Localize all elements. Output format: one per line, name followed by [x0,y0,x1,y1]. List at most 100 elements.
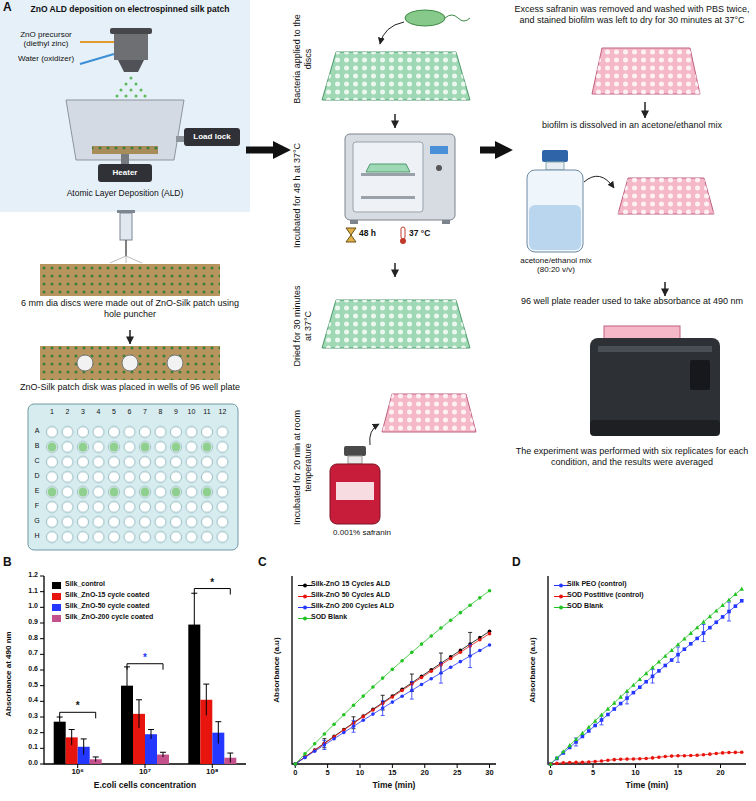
panel-letter: A [3,1,12,15]
incubator [430,146,448,154]
axis-tick: 1.1 [12,587,38,595]
data-point [293,762,297,766]
ald-machine [92,146,158,154]
axis-tick: 10 [350,769,370,778]
well-plate [141,443,150,452]
axis-line [44,576,246,764]
ald-machine [80,54,114,64]
data-point [650,665,654,669]
step-caption: 96 well plate reader used to take absorb… [512,296,752,307]
error-bar [136,700,142,728]
incubator [442,220,450,224]
incubator [366,164,410,172]
axis-tick-mark [457,764,458,768]
plate-row-letter: C [32,457,42,465]
dried-plate [322,300,470,348]
legend-sample [554,581,568,590]
data-point [721,615,725,619]
axis-tick: 5 [318,769,338,778]
legend-swatch [52,593,61,600]
error-bar [227,753,233,762]
incubator [361,196,415,199]
legend-swatch [52,582,61,589]
data-point [561,749,565,753]
step-arrow [394,263,396,277]
axis-tick-mark [40,748,44,749]
data-point [400,694,404,698]
data-point [381,676,385,680]
data-point [361,715,365,719]
data-point [733,592,737,596]
data-point [606,758,610,762]
axis-line [292,576,496,764]
data-point [352,725,356,729]
well-plate [28,404,238,550]
axis-tick: 0.9 [12,618,38,626]
data-point [612,701,616,705]
electrospinning-syringe [110,210,142,263]
error-bar [191,593,197,656]
green-plate [322,52,470,100]
incubator [345,134,455,220]
well-plate [203,488,212,497]
washed-plate [592,48,700,94]
safranin-bottle [330,424,380,524]
data-point [593,719,597,723]
data-point [695,625,699,629]
axis-tick-mark [678,764,679,768]
data-point [619,702,623,706]
data-point [303,756,307,760]
legend-sample [298,581,312,590]
error-bar [468,644,472,667]
data-point [631,683,635,687]
data-point [468,654,472,658]
data-point [657,755,661,759]
axis-tick-mark [392,764,393,768]
process-step: Excess safranin was removed and washed w… [512,4,752,102]
axis-tick-mark [40,591,44,592]
axis-tick: 1.0 [12,602,38,610]
step-caption: Excess safranin was removed and washed w… [512,4,752,26]
axis-title: Time (min) [344,781,444,791]
legend-text: Silk_ZnO-50 cycle coated [65,602,149,610]
data-point [663,755,667,759]
data-point [361,718,365,722]
plate-row-letter: G [32,517,42,525]
data-point [644,757,648,761]
data-point [689,642,693,646]
axis-tick: 0.8 [12,634,38,642]
axis-tick-mark [40,638,44,639]
error-bar [651,670,655,683]
data-point [720,603,724,607]
panel-letter: D [512,556,521,570]
error-bar [727,602,731,621]
plate-row-letter: A [32,427,42,435]
error-bar [148,730,154,739]
data-point [468,603,472,607]
data-point [593,724,597,728]
data-point [714,608,718,612]
dissolved-plate [618,178,714,214]
process-step: Incubated for 48 h at 37°C [290,128,480,263]
data-point [663,664,667,668]
data-point [740,599,744,603]
data-point [625,757,629,761]
reagent-label: acetone/ethanol mix (80:20 v/v) [511,256,601,274]
silk-patch [40,264,220,296]
process-step: 6 mm dia discs were made out of ZnO-Silk… [14,262,246,330]
plate-column-number: 7 [138,408,152,416]
axis-tick: 0 [285,769,305,778]
thermometer-icon [400,227,406,244]
data-point [429,677,433,681]
punched-patch [40,346,220,380]
incubator [353,142,423,212]
data-point [303,755,307,759]
well-plate [141,488,150,497]
data-point [632,691,636,695]
plate-column-number: 10 [185,408,199,416]
well-plate [110,488,119,497]
error-bar [439,663,443,683]
data-series [551,601,742,764]
step-caption: biofilm is dissolved in an acetone/ethan… [512,120,752,131]
stained-plate [382,394,476,432]
